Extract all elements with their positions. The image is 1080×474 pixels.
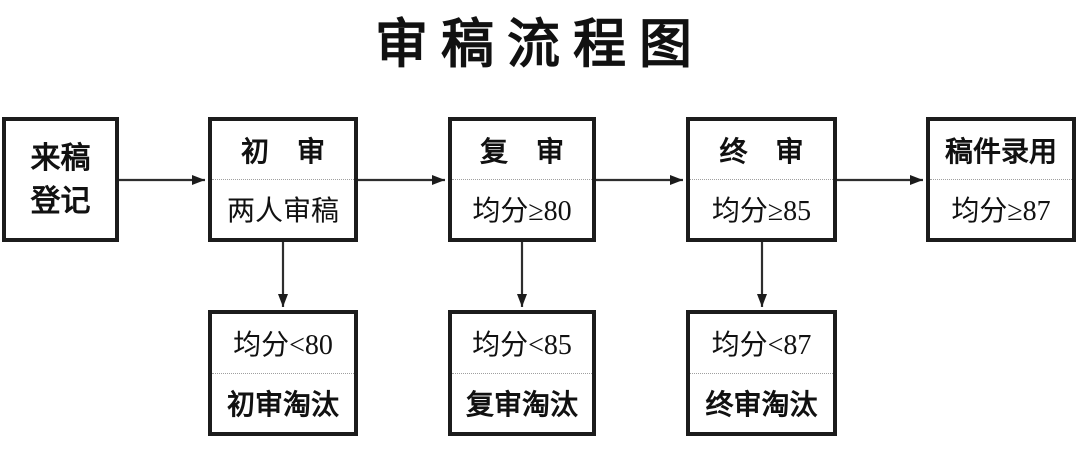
node-manuscript-registration: 来稿 登记 — [2, 117, 119, 242]
final-reject-condition-cell: 均分<87 — [690, 314, 833, 374]
diagram-title: 审稿流程图 — [375, 15, 705, 74]
node-final-review: 终 审 均分≥85 — [686, 117, 837, 242]
first-reject-label-cell: 初审淘汰 — [212, 374, 354, 433]
first-review-title: 初 审 — [240, 136, 325, 167]
second-reject-condition: 均分<85 — [472, 330, 572, 362]
node-second-review: 复 审 均分≥80 — [448, 117, 596, 242]
final-review-title: 终 审 — [719, 136, 804, 167]
second-review-sub-cell: 均分≥80 — [452, 180, 592, 238]
second-reject-condition-cell: 均分<85 — [452, 314, 592, 374]
first-reject-condition-cell: 均分<80 — [212, 314, 354, 374]
first-reject-condition: 均分<80 — [233, 330, 333, 362]
final-review-threshold: 均分≥85 — [711, 196, 812, 227]
second-reject-label: 复审淘汰 — [465, 388, 578, 420]
accept-title: 稿件录用 — [944, 136, 1057, 167]
accept-header-cell: 稿件录用 — [930, 121, 1072, 180]
final-reject-condition: 均分<87 — [711, 330, 812, 362]
node-final-review-reject: 均分<87 终审淘汰 — [686, 310, 837, 436]
final-reject-label-cell: 终审淘汰 — [690, 374, 833, 433]
final-review-sub-cell: 均分≥85 — [690, 180, 833, 238]
final-review-header-cell: 终 审 — [690, 121, 833, 180]
first-review-detail: 两人审稿 — [226, 196, 339, 227]
first-reject-label: 初审淘汰 — [226, 388, 339, 420]
node-second-review-reject: 均分<85 复审淘汰 — [448, 310, 596, 436]
registration-line-2: 登记 — [30, 184, 91, 218]
node-manuscript-accepted: 稿件录用 均分≥87 — [926, 117, 1076, 242]
node-first-review-reject: 均分<80 初审淘汰 — [208, 310, 358, 436]
node-first-review: 初 审 两人审稿 — [208, 117, 358, 242]
second-reject-label-cell: 复审淘汰 — [452, 374, 592, 433]
registration-line-1: 来稿 — [30, 141, 91, 175]
second-review-header-cell: 复 审 — [452, 121, 592, 180]
accept-threshold: 均分≥87 — [951, 196, 1051, 227]
accept-sub-cell: 均分≥87 — [930, 180, 1072, 238]
final-reject-label: 终审淘汰 — [705, 388, 818, 420]
first-review-sub-cell: 两人审稿 — [212, 180, 354, 238]
first-review-header-cell: 初 审 — [212, 121, 354, 180]
second-review-title: 复 审 — [479, 136, 564, 167]
second-review-threshold: 均分≥80 — [472, 196, 572, 227]
